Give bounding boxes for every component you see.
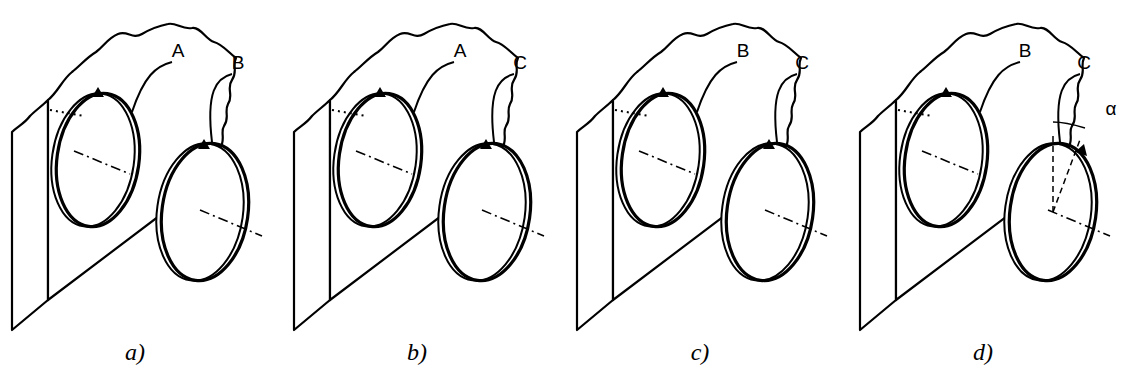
angle-symbol: α [1106, 99, 1117, 118]
panel-caption: d) [973, 340, 993, 364]
part-letter: A [454, 41, 467, 60]
part-letter: B [232, 53, 245, 72]
part-letter: A [172, 41, 185, 60]
panel-caption: b) [407, 340, 427, 364]
part-letter: B [737, 41, 750, 60]
part-letter: C [513, 53, 527, 72]
panel-caption: a) [125, 340, 145, 364]
part-letter: C [1077, 53, 1091, 72]
part-letter: B [1019, 41, 1032, 60]
part-letter: C [795, 53, 809, 72]
panel-caption: c) [691, 340, 710, 364]
